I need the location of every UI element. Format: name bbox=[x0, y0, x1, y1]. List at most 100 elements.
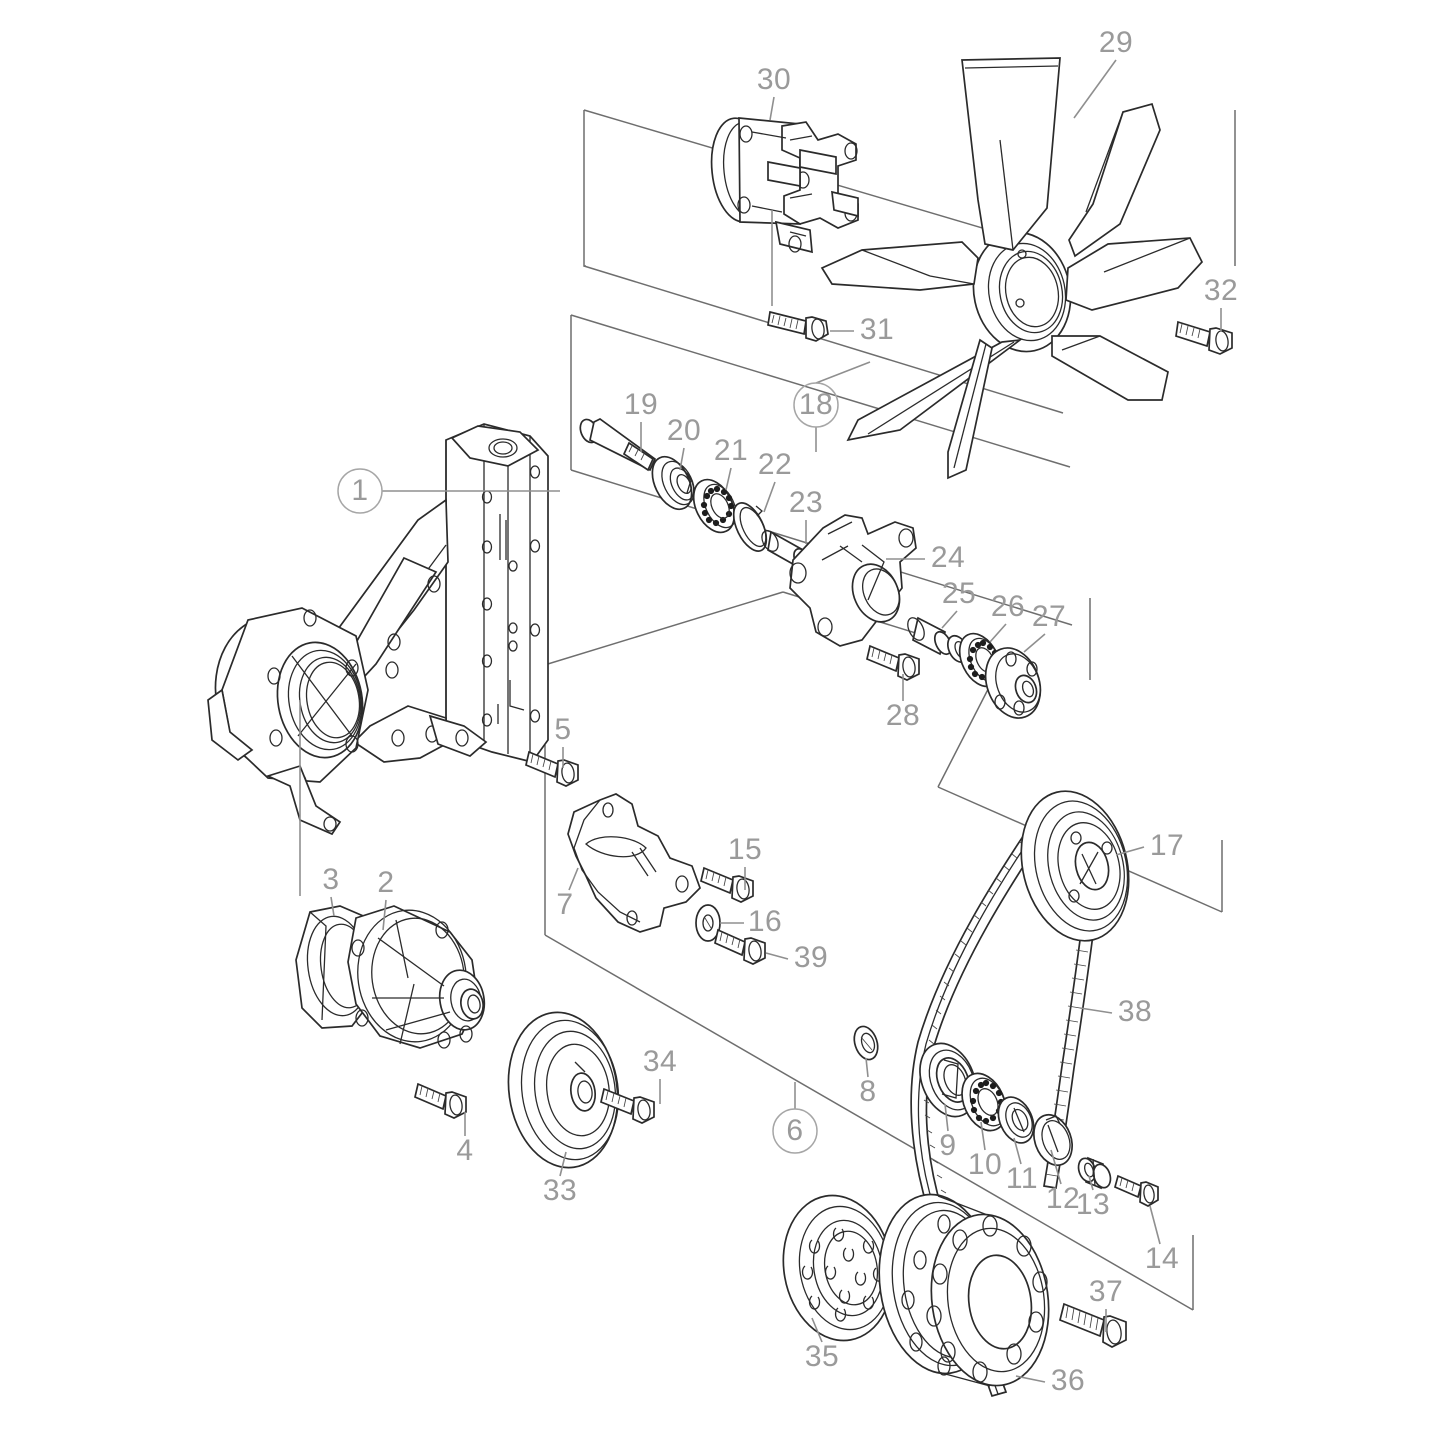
leader-36 bbox=[1015, 1375, 1046, 1383]
callout-label-25: 25 bbox=[942, 577, 976, 610]
part-39-bolt bbox=[714, 928, 766, 965]
leader-39 bbox=[765, 952, 789, 960]
leader-12 bbox=[1050, 1149, 1062, 1185]
callout-label-34: 34 bbox=[643, 1045, 677, 1078]
callout-label-36: 36 bbox=[1051, 1364, 1085, 1397]
frame-low-bottom-edge bbox=[544, 934, 1194, 1311]
callout-label-15: 15 bbox=[728, 833, 762, 866]
part-8-oil-seal bbox=[853, 1025, 879, 1061]
callout-label-17: 17 bbox=[1150, 829, 1184, 862]
leader-38 bbox=[1079, 1007, 1113, 1014]
part-33-water-pump-pulley bbox=[507, 1011, 620, 1169]
part-21-ball-bearing bbox=[692, 478, 737, 534]
callout-label-2: 2 bbox=[377, 866, 394, 899]
leader-29 bbox=[1073, 59, 1117, 119]
part-20-sealed-bearing bbox=[651, 455, 695, 511]
leader-21 bbox=[725, 467, 732, 491]
callout-label-33: 33 bbox=[543, 1174, 577, 1207]
leader-9 bbox=[944, 1103, 949, 1132]
callout-numbers: 1 2 3 4 5 6 7 8 9 10 11 12 13 14 15 16 1… bbox=[322, 26, 1238, 1397]
part-37-bolt bbox=[1058, 1302, 1127, 1348]
callout-label-13: 13 bbox=[1076, 1188, 1110, 1221]
part-4-bolt bbox=[414, 1082, 467, 1119]
leader-3 bbox=[330, 896, 335, 917]
callout-label-5: 5 bbox=[554, 713, 571, 746]
part-22-snap-ring bbox=[732, 502, 768, 552]
callout-label-28: 28 bbox=[886, 699, 920, 732]
callout-label-16: 16 bbox=[748, 905, 782, 938]
leader-30 bbox=[769, 96, 775, 121]
part-30-fan-spacer bbox=[710, 117, 859, 254]
part-2-water-pump bbox=[347, 905, 486, 1049]
part-15-bolt bbox=[700, 866, 754, 903]
callout-label-1: 1 bbox=[351, 474, 368, 507]
callout-label-27: 27 bbox=[1032, 600, 1066, 633]
part-36-damper-pulley bbox=[878, 1193, 1050, 1387]
callout-label-20: 20 bbox=[667, 414, 701, 447]
callout-label-23: 23 bbox=[789, 486, 823, 519]
part-16-washer bbox=[695, 904, 721, 942]
part-12-snap-ring bbox=[1033, 1113, 1073, 1167]
leader-8 bbox=[865, 1057, 869, 1078]
callout-circle-1 bbox=[337, 468, 383, 514]
leader-17 bbox=[1115, 846, 1145, 856]
part-34-bolt bbox=[600, 1087, 655, 1124]
part-32-bolt bbox=[1175, 320, 1233, 355]
callout-label-9: 9 bbox=[939, 1129, 956, 1162]
part-13-bushing bbox=[1077, 1156, 1112, 1190]
part-24-fan-hub-bracket bbox=[789, 514, 917, 647]
callout-label-22: 22 bbox=[758, 448, 792, 481]
part-10-ball-bearing bbox=[961, 1072, 1007, 1132]
callout-circle-18 bbox=[793, 382, 839, 428]
callout-label-8: 8 bbox=[859, 1075, 876, 1108]
callout-label-21: 21 bbox=[714, 434, 748, 467]
callout-label-29: 29 bbox=[1099, 26, 1133, 59]
part-19-shoulder-bolt bbox=[579, 418, 657, 472]
callout-label-24: 24 bbox=[931, 541, 965, 574]
part-28-bolt bbox=[866, 644, 920, 681]
part-31-bolt bbox=[767, 310, 829, 342]
callout-label-7: 7 bbox=[556, 888, 573, 921]
callout-label-14: 14 bbox=[1145, 1242, 1179, 1275]
callout-label-32: 32 bbox=[1204, 274, 1238, 307]
callout-circles bbox=[337, 382, 839, 1154]
callout-label-4: 4 bbox=[456, 1134, 473, 1167]
callout-label-26: 26 bbox=[991, 590, 1025, 623]
callout-label-31: 31 bbox=[860, 313, 894, 346]
frame-mid-upper-edge bbox=[570, 314, 1071, 468]
callout-label-10: 10 bbox=[968, 1148, 1002, 1181]
leader-13 bbox=[1088, 1175, 1094, 1191]
part-27-fan-hub-flange bbox=[984, 647, 1042, 719]
callout-label-30: 30 bbox=[757, 63, 791, 96]
callout-label-18: 18 bbox=[799, 388, 833, 421]
leader-26 bbox=[989, 623, 1007, 643]
callout-label-19: 19 bbox=[624, 388, 658, 421]
callout-label-39: 39 bbox=[794, 941, 828, 974]
callout-label-12: 12 bbox=[1046, 1182, 1080, 1215]
leader-20 bbox=[679, 447, 685, 471]
callout-label-6: 6 bbox=[786, 1114, 803, 1147]
part-11-spacer-ring bbox=[997, 1096, 1035, 1144]
frame-low-upper-left bbox=[537, 591, 784, 668]
callout-circle-6 bbox=[772, 1108, 818, 1154]
part-17-idler-pulley bbox=[1020, 790, 1130, 942]
frame-top-left-edge bbox=[583, 110, 586, 267]
leader-14 bbox=[1149, 1205, 1161, 1245]
part-29-fan-blade bbox=[820, 57, 1204, 480]
part-7-tensioner-bracket bbox=[567, 793, 701, 933]
part-5-bolt bbox=[525, 750, 579, 787]
callout-label-38: 38 bbox=[1118, 995, 1152, 1028]
callout-label-37: 37 bbox=[1089, 1275, 1123, 1308]
callout-label-35: 35 bbox=[805, 1340, 839, 1373]
callout-label-11: 11 bbox=[1006, 1162, 1038, 1195]
leader-22 bbox=[763, 481, 776, 513]
leader-27 bbox=[1023, 633, 1046, 653]
leader-25 bbox=[941, 610, 958, 629]
callout-label-3: 3 bbox=[322, 863, 339, 896]
part-1-bracket-housing bbox=[207, 423, 549, 836]
leader-lines bbox=[299, 59, 1222, 1383]
leader-33 bbox=[559, 1151, 567, 1177]
leader-7 bbox=[568, 867, 579, 891]
